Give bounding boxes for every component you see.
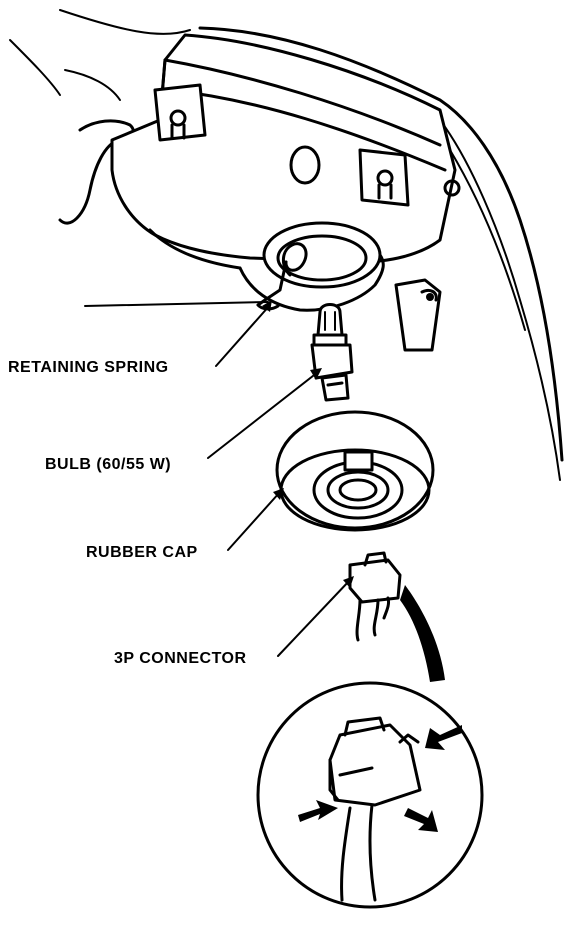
detail-circle [256, 681, 484, 909]
bulb-drawing [310, 303, 354, 402]
leader-retaining-spring [215, 304, 271, 367]
leader-rubber-cap [227, 491, 281, 551]
headlight-housing [110, 33, 461, 352]
leader-connector [277, 579, 351, 657]
leader-lines [84, 300, 354, 657]
label-3p-connector: 3P CONNECTOR [114, 650, 247, 667]
leader-spring-top [84, 301, 269, 307]
zoom-tail [400, 585, 445, 682]
label-rubber-cap: RUBBER CAP [86, 544, 198, 561]
rubber-cap-drawing [275, 410, 435, 532]
leader-bulb [207, 371, 319, 459]
label-retaining-spring: RETAINING SPRING [8, 359, 169, 376]
label-bulb: BULB (60/55 W) [45, 456, 172, 473]
connector-drawing [348, 551, 402, 642]
